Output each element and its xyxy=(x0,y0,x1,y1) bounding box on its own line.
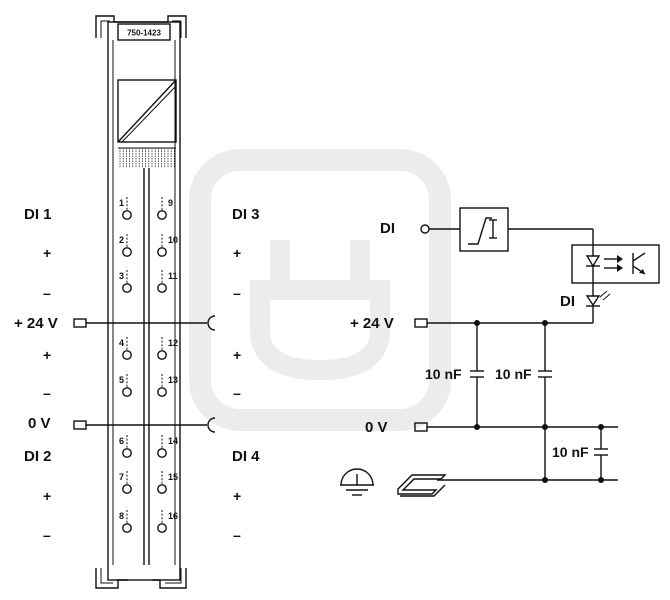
terminal[interactable]: 5 xyxy=(119,374,132,397)
terminal[interactable]: 7 xyxy=(119,471,132,494)
label-minus-6: – xyxy=(233,527,241,543)
terminal[interactable]: 11 xyxy=(157,270,178,293)
label-di4: DI 4 xyxy=(232,448,260,465)
watermark-plug-icon xyxy=(189,149,451,431)
label-plus-6: + xyxy=(233,488,241,504)
label-di3: DI 3 xyxy=(232,206,260,223)
filter-icon xyxy=(459,207,509,252)
terminal-number: 15 xyxy=(168,472,178,482)
label-di2: DI 2 xyxy=(24,448,52,465)
io-module: 750-1423 xyxy=(95,15,187,589)
left-supply-wires xyxy=(73,315,216,433)
label-plus-1: + xyxy=(43,245,51,261)
label-di-led: DI xyxy=(560,293,575,310)
terminal[interactable]: 2 xyxy=(119,234,132,257)
label-minus-2: – xyxy=(43,385,51,401)
terminal-number: 9 xyxy=(168,198,173,208)
terminal[interactable]: 16 xyxy=(157,510,178,533)
optocoupler-icon xyxy=(571,244,660,284)
led-icon xyxy=(585,283,611,323)
label-di1: DI 1 xyxy=(24,206,52,223)
ground-icon xyxy=(340,468,374,496)
label-plus-3: + xyxy=(43,488,51,504)
label-plus-4: + xyxy=(233,245,241,261)
terminal[interactable]: 13 xyxy=(157,374,178,397)
label-plus-2: + xyxy=(43,347,51,363)
label-minus-4: – xyxy=(233,285,241,301)
terminal[interactable]: 12 xyxy=(157,337,178,360)
terminal[interactable]: 6 xyxy=(119,435,132,458)
terminal[interactable]: 8 xyxy=(119,510,132,533)
terminal-number: 3 xyxy=(119,271,124,281)
label-0v-schematic: 0 V xyxy=(365,419,388,436)
terminal-number: 13 xyxy=(168,375,178,385)
din-rail-icon xyxy=(397,474,447,497)
terminal-number: 12 xyxy=(168,338,178,348)
terminal[interactable]: 9 xyxy=(157,197,173,220)
terminal-number: 6 xyxy=(119,436,124,446)
label-cap2: 10 nF xyxy=(495,366,532,382)
label-24v-schematic: + 24 V xyxy=(350,315,394,332)
label-24v-left: + 24 V xyxy=(14,315,58,332)
label-minus-3: – xyxy=(43,527,51,543)
terminal-number: 11 xyxy=(168,271,178,281)
label-plus-5: + xyxy=(233,347,241,363)
terminal-number: 7 xyxy=(119,472,124,482)
contact-strip xyxy=(118,147,176,168)
label-cap3: 10 nF xyxy=(552,444,589,460)
terminal-number: 1 xyxy=(119,198,124,208)
input-schematic: DI DI xyxy=(340,207,660,497)
label-0v-left: 0 V xyxy=(28,415,51,432)
terminal-number: 4 xyxy=(119,338,124,348)
terminal[interactable]: 14 xyxy=(157,435,178,458)
terminal[interactable]: 15 xyxy=(157,471,178,494)
terminal-number: 16 xyxy=(168,511,178,521)
terminal-number: 10 xyxy=(168,235,178,245)
terminal[interactable]: 10 xyxy=(157,234,178,257)
part-number: 750-1423 xyxy=(127,29,161,38)
label-minus-5: – xyxy=(233,385,241,401)
label-di-input: DI xyxy=(380,220,395,237)
terminal-number: 5 xyxy=(119,375,124,385)
terminal-number: 2 xyxy=(119,235,124,245)
label-minus-1: – xyxy=(43,285,51,301)
terminal[interactable]: 3 xyxy=(119,270,132,293)
terminal[interactable]: 4 xyxy=(119,337,132,360)
terminal-number: 14 xyxy=(168,436,178,446)
label-cap1: 10 nF xyxy=(425,366,462,382)
terminal-number: 8 xyxy=(119,511,124,521)
terminal[interactable]: 1 xyxy=(119,197,132,220)
